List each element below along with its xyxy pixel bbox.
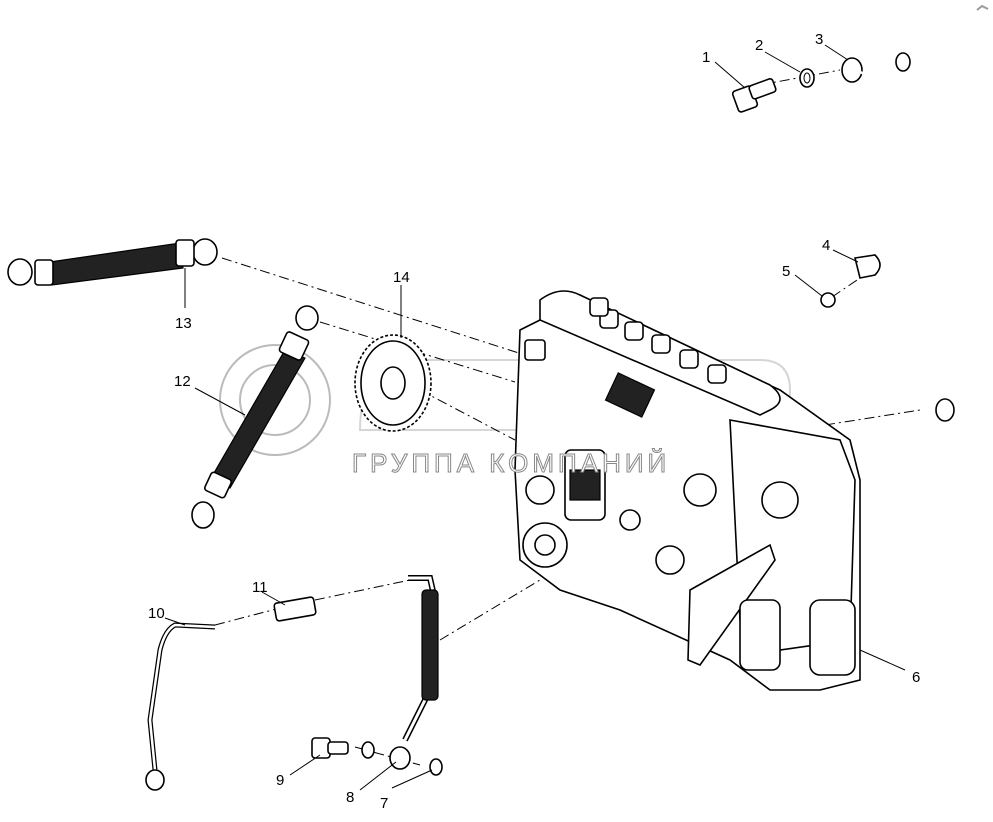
hose-12: [191, 305, 319, 529]
fuel-pipe-10: [145, 622, 216, 791]
callout-4: 4: [822, 237, 830, 254]
leader-lines: [164, 44, 906, 791]
watermark-subtitle: ГРУППА КОМПАНИЙ: [352, 448, 670, 478]
callout-10: 10: [148, 605, 165, 622]
callout-6: 6: [912, 669, 920, 686]
nut-5: [820, 292, 836, 308]
clamp-4: [854, 254, 881, 279]
gear-14: [354, 334, 432, 432]
hose-8: [389, 575, 439, 770]
hose-13: [7, 238, 218, 286]
callout-11: 11: [252, 579, 268, 596]
plunger-caps: [589, 297, 727, 384]
callout-3: 3: [815, 31, 823, 48]
callout-9: 9: [276, 772, 284, 789]
banjo-bolt-1: [731, 78, 777, 113]
corner-mark-icon: [976, 4, 989, 11]
callout-7: 7: [380, 795, 388, 812]
callout-13: 13: [175, 315, 192, 332]
banjo-bolt-9: [311, 737, 375, 759]
injection-pump-6: [514, 290, 861, 691]
fitting-11: [273, 596, 317, 622]
callout-8: 8: [346, 789, 354, 806]
callout-14: 14: [393, 269, 410, 286]
callout-1: 1: [702, 49, 710, 66]
fuel-pipe-3: [841, 52, 955, 422]
callout-12: 12: [174, 373, 191, 390]
callout-2: 2: [755, 37, 763, 54]
washer-7: [429, 758, 443, 776]
callout-labels: 1 2 3 4 5 6 7 8 9 10 11 12 13 14: [148, 31, 920, 812]
callout-5: 5: [782, 263, 790, 280]
washer-2: [799, 68, 815, 88]
